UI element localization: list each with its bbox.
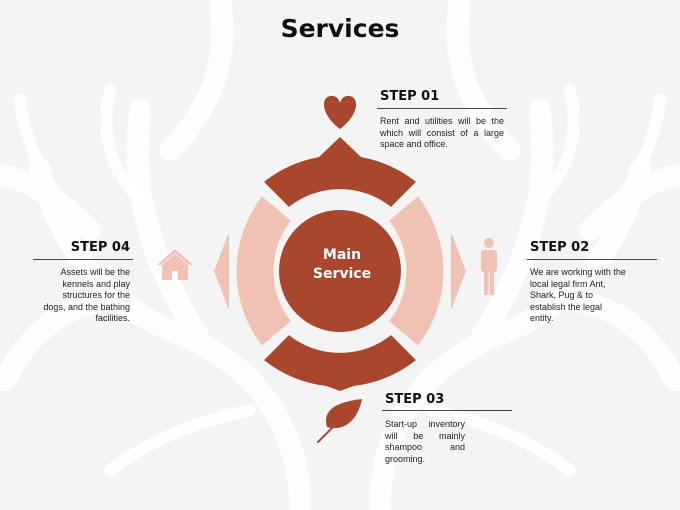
step-02-heading: STEP 02 bbox=[530, 240, 590, 255]
house-icon bbox=[157, 249, 193, 280]
step-04-description: Assets will be the kennels and play stru… bbox=[43, 267, 130, 324]
main-service-label: Main Service bbox=[290, 246, 394, 284]
ring-segment-right bbox=[389, 196, 444, 346]
person-icon bbox=[481, 238, 497, 295]
step-04-divider bbox=[33, 259, 133, 260]
step-02-divider bbox=[527, 259, 657, 260]
step-03-divider bbox=[382, 410, 512, 411]
step-01-heading: STEP 01 bbox=[380, 89, 440, 104]
step-02-description: We are working with the local legal firm… bbox=[530, 267, 626, 324]
main-service-circle bbox=[279, 210, 401, 332]
ring-segment-bottom bbox=[264, 335, 416, 387]
arrow-left bbox=[214, 232, 229, 310]
step-03-heading: STEP 03 bbox=[385, 392, 445, 407]
step-03-description: Start-up inventory will be mainly shampo… bbox=[385, 419, 465, 464]
main-service-line2: Service bbox=[312, 266, 372, 282]
arrow-right bbox=[451, 232, 466, 310]
arrow-top bbox=[318, 137, 362, 158]
step-01-description: Rent and utilities will be the which wil… bbox=[380, 116, 504, 150]
heart-icon bbox=[324, 95, 356, 129]
step-01-divider bbox=[377, 108, 507, 109]
main-service-line1: Main bbox=[322, 247, 362, 263]
leaf-icon bbox=[317, 399, 362, 443]
ring-segment-left bbox=[236, 196, 291, 346]
step-04-heading: STEP 04 bbox=[70, 240, 130, 255]
page-title: Services bbox=[280, 14, 400, 43]
ring-segment-top bbox=[264, 155, 416, 207]
arrow-bottom bbox=[318, 383, 362, 391]
